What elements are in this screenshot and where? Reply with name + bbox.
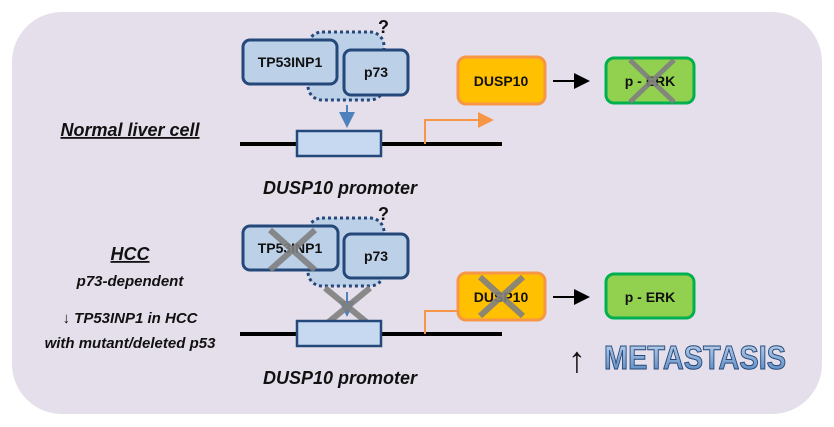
promoter-label: DUSP10 promoter xyxy=(263,368,418,388)
tp53inp1-box xyxy=(241,38,339,86)
perk-box xyxy=(604,272,696,320)
up-arrow: ↑ xyxy=(568,339,586,380)
tp53inp1-label: TP53INP1 xyxy=(258,54,323,70)
cross-icon xyxy=(477,274,526,319)
question-mark: ? xyxy=(378,204,389,224)
perk-label: p - ERK xyxy=(625,289,676,305)
hcc-note2: with mutant/deleted p53 xyxy=(45,335,217,352)
p73-label: p73 xyxy=(364,64,388,80)
dusp10-label: DUSP10 xyxy=(474,73,529,89)
hcc-sub: p73-dependent xyxy=(76,273,185,290)
p73-box xyxy=(342,232,410,280)
cross-icon xyxy=(628,58,676,104)
normal-section: Normal liver cell ? TP53INP1 p73 DUSP10 … xyxy=(60,17,696,198)
question-mark: ? xyxy=(378,17,389,37)
promoter-label: DUSP10 promoter xyxy=(263,178,418,198)
p73-box xyxy=(342,48,410,97)
normal-label: Normal liver cell xyxy=(60,120,200,140)
hcc-note1: ↓ TP53INP1 in HCC xyxy=(62,310,198,327)
promoter-box xyxy=(295,129,383,158)
hcc-section: HCC p73-dependent ↓ TP53INP1 in HCC with… xyxy=(45,204,787,388)
promoter-box xyxy=(295,319,383,348)
hcc-label: HCC xyxy=(111,244,151,264)
cross-icon xyxy=(268,227,317,273)
p73-label: p73 xyxy=(364,248,388,264)
transcription-arrow xyxy=(424,112,494,144)
dusp10-box xyxy=(456,55,547,106)
cross-icon xyxy=(323,285,372,328)
metastasis-label: METASTASIS xyxy=(604,339,786,376)
